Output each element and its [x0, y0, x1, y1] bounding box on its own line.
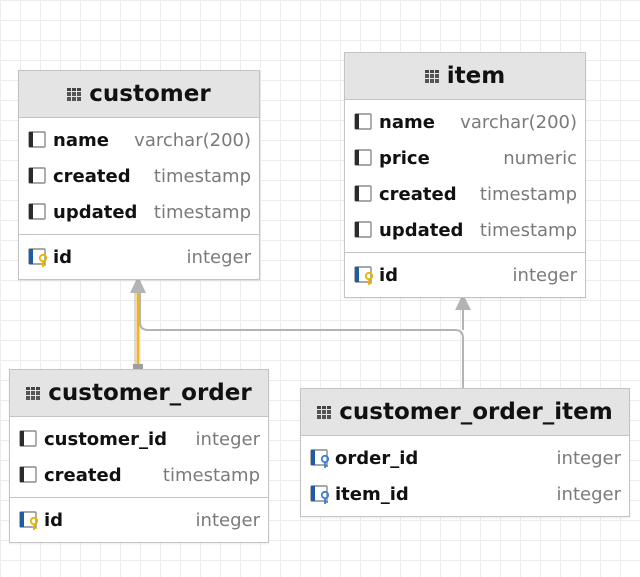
column-icon	[354, 185, 372, 202]
column-name: name	[53, 129, 109, 151]
column-name: price	[379, 147, 430, 169]
column-icon	[354, 221, 372, 238]
column-name: updated	[379, 219, 464, 241]
primary-key-column-icon	[354, 266, 374, 285]
column-type: varchar(200)	[134, 129, 251, 151]
column-name: id	[53, 246, 73, 268]
column-list: name varchar(200)created timestamp updated t…	[19, 118, 259, 234]
column-name: id	[379, 264, 399, 286]
link-customer-order-item[interactable]	[139, 292, 464, 388]
primary-key-column-icon	[28, 248, 48, 267]
column-row-item-id[interactable]: item_id integer	[301, 476, 629, 512]
column-row-id[interactable]: id integer	[19, 239, 259, 275]
column-name: created	[379, 183, 457, 205]
column-row-name[interactable]: name varchar(200)	[19, 122, 259, 158]
column-row-order-id[interactable]: order_id integer	[301, 440, 629, 476]
column-list: customer_id integer created timestamp	[10, 417, 268, 497]
arrowhead-customer	[130, 276, 146, 293]
column-type: integer	[512, 264, 577, 286]
column-icon	[28, 131, 46, 148]
key-column-list: id integer	[345, 252, 585, 297]
table-title: item	[446, 63, 506, 89]
table-header[interactable]: customer_order	[10, 370, 268, 417]
column-row-customer-id[interactable]: customer_id integer	[10, 421, 268, 457]
column-icon	[354, 149, 372, 166]
column-row-id[interactable]: id integer	[345, 257, 585, 293]
column-icon	[19, 430, 37, 447]
column-icon	[28, 203, 46, 220]
table-title: customer	[89, 81, 211, 107]
table-header[interactable]: customer	[19, 71, 259, 118]
column-type: timestamp	[153, 165, 251, 187]
link-handle-bottom[interactable]	[133, 364, 143, 372]
column-list: name varchar(200) price numeric created times…	[345, 100, 585, 252]
column-type: timestamp	[479, 183, 577, 205]
table-customer[interactable]: customer name varchar(200)created timestamp…	[18, 70, 260, 280]
column-type: varchar(200)	[460, 111, 577, 133]
foreign-key-column-icon	[310, 485, 330, 504]
column-name: customer_id	[44, 428, 168, 450]
column-name: order_id	[335, 447, 419, 469]
key-column-list: id integer	[19, 234, 259, 279]
column-type: numeric	[503, 147, 577, 169]
column-name: created	[53, 165, 131, 187]
table-title: customer_order_item	[339, 399, 613, 425]
table-item[interactable]: item name varchar(200) price numeric created t…	[344, 52, 586, 298]
foreign-key-column-icon	[310, 449, 330, 468]
column-name: id	[44, 509, 64, 531]
column-type: integer	[195, 509, 260, 531]
table-grid-icon	[317, 405, 332, 419]
column-row-updated[interactable]: updated timestamp	[19, 194, 259, 230]
table-header[interactable]: customer_order_item	[301, 389, 629, 436]
column-name: item_id	[335, 483, 409, 505]
table-title: customer_order	[48, 380, 252, 406]
column-icon	[28, 167, 46, 184]
arrowhead-item	[455, 294, 471, 310]
table-header[interactable]: item	[345, 53, 585, 100]
column-name: updated	[53, 201, 138, 223]
primary-key-column-icon	[19, 511, 39, 530]
column-icon	[354, 113, 372, 130]
column-type: timestamp	[479, 219, 577, 241]
column-type: integer	[195, 428, 260, 450]
table-grid-icon	[67, 87, 82, 101]
column-type: timestamp	[153, 201, 251, 223]
table-grid-icon	[26, 386, 41, 400]
column-row-name[interactable]: name varchar(200)	[345, 104, 585, 140]
key-column-list: id integer	[10, 497, 268, 542]
column-row-created[interactable]: created timestamp	[19, 158, 259, 194]
table-grid-icon	[424, 69, 439, 83]
column-name: created	[44, 464, 122, 486]
column-name: name	[379, 111, 435, 133]
column-row-updated[interactable]: updated timestamp	[345, 212, 585, 248]
column-type: integer	[556, 447, 621, 469]
column-row-created[interactable]: created timestamp	[10, 457, 268, 493]
column-row-price[interactable]: price numeric	[345, 140, 585, 176]
column-type: integer	[186, 246, 251, 268]
column-type: integer	[556, 483, 621, 505]
column-type: timestamp	[162, 464, 260, 486]
column-icon	[19, 466, 37, 483]
column-row-created[interactable]: created timestamp	[345, 176, 585, 212]
column-row-id[interactable]: id integer	[10, 502, 268, 538]
